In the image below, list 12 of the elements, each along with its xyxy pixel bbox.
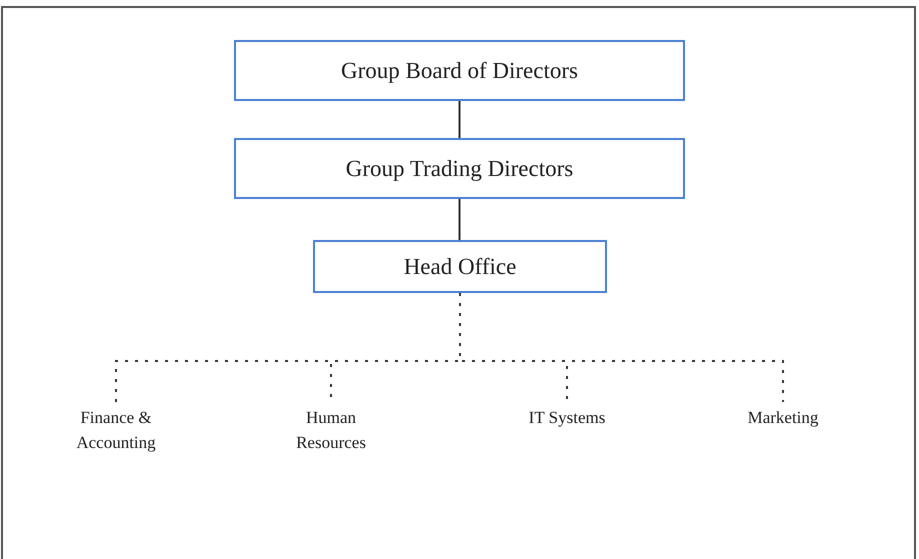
org-box (313, 240, 607, 293)
department-label: Human Resources (295, 407, 367, 454)
department-label: Finance & Accounting (75, 407, 157, 454)
connector-line (458, 101, 460, 138)
org-box (234, 138, 685, 199)
department-label: Marketing (748, 407, 818, 429)
org-box (234, 40, 685, 101)
box-label: Group Board of Directors (341, 58, 578, 84)
department-label: IT Systems (528, 407, 606, 429)
box-label: Group Trading Directors (346, 156, 574, 182)
box-label: Head Office (404, 254, 516, 280)
connector-line (458, 199, 460, 240)
